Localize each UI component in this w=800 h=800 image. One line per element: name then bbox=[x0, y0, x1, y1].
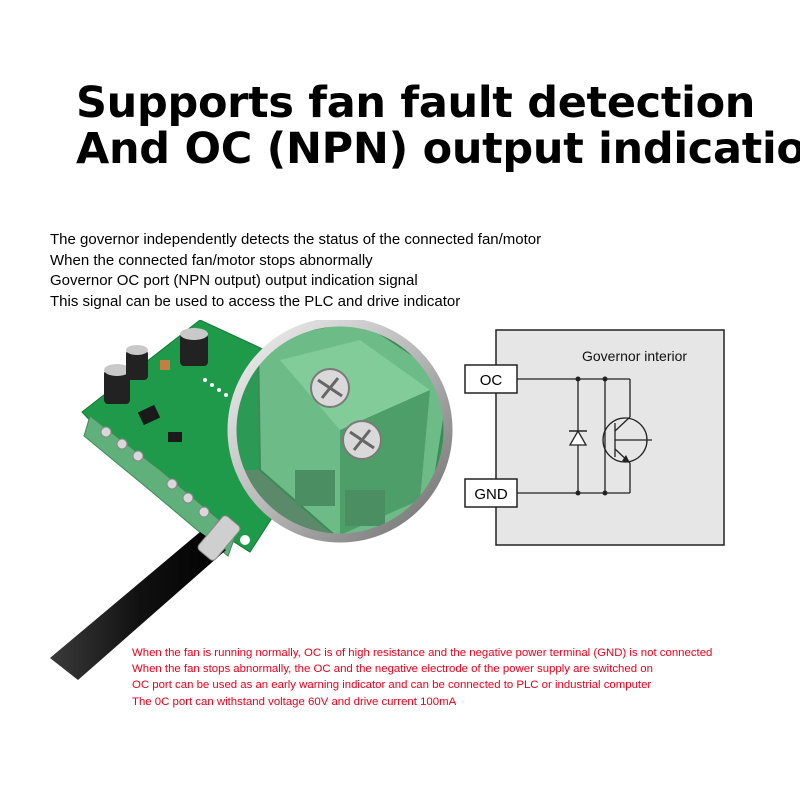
page-title: Supports fan fault detection And OC (NPN… bbox=[76, 78, 800, 174]
magnifier-ring bbox=[227, 320, 453, 543]
oc-pin-label: OC bbox=[480, 372, 503, 389]
circuit-diagram: Governor interior OC GND bbox=[464, 329, 725, 546]
oc-pin-box bbox=[464, 364, 518, 394]
governor-box bbox=[495, 329, 725, 546]
circuit-wiring bbox=[517, 378, 652, 494]
note-line: The 0C port can withstand voltage 60V an… bbox=[132, 695, 457, 708]
capacitor bbox=[104, 364, 130, 404]
terminal-screw bbox=[310, 368, 350, 408]
capacitor bbox=[126, 345, 148, 380]
intro-text: The governor independently detects the s… bbox=[50, 230, 750, 312]
diagram-title: Governor interior bbox=[582, 348, 687, 364]
gnd-pin-box bbox=[464, 478, 518, 508]
magnified-view bbox=[232, 322, 448, 538]
intro-line: The governor independently detects the s… bbox=[50, 231, 542, 248]
title-line-2: And OC (NPN) output indication bbox=[76, 124, 800, 174]
notes-text: When the fan is running normally, OC is … bbox=[132, 645, 792, 710]
capacitor bbox=[180, 328, 208, 366]
title-line-1: Supports fan fault detection bbox=[76, 78, 756, 128]
terminal-screw bbox=[342, 420, 382, 460]
magnifier-handle bbox=[50, 515, 241, 680]
note-line: OC port can be used as an early warning … bbox=[132, 679, 652, 692]
gnd-pin-label: GND bbox=[474, 486, 508, 503]
product-photo bbox=[50, 320, 453, 680]
intro-line: When the connected fan/motor stops abnor… bbox=[50, 251, 373, 269]
pcb-board bbox=[81, 320, 291, 557]
diode-symbol bbox=[568, 429, 588, 446]
note-line: When the fan is running normally, OC is … bbox=[132, 647, 713, 659]
intro-line: This signal can be used to access the PL… bbox=[50, 292, 461, 310]
note-line: When the fan stops abnormally, the OC an… bbox=[132, 663, 653, 676]
intro-line: Governor OC port (NPN output) output ind… bbox=[50, 272, 418, 289]
